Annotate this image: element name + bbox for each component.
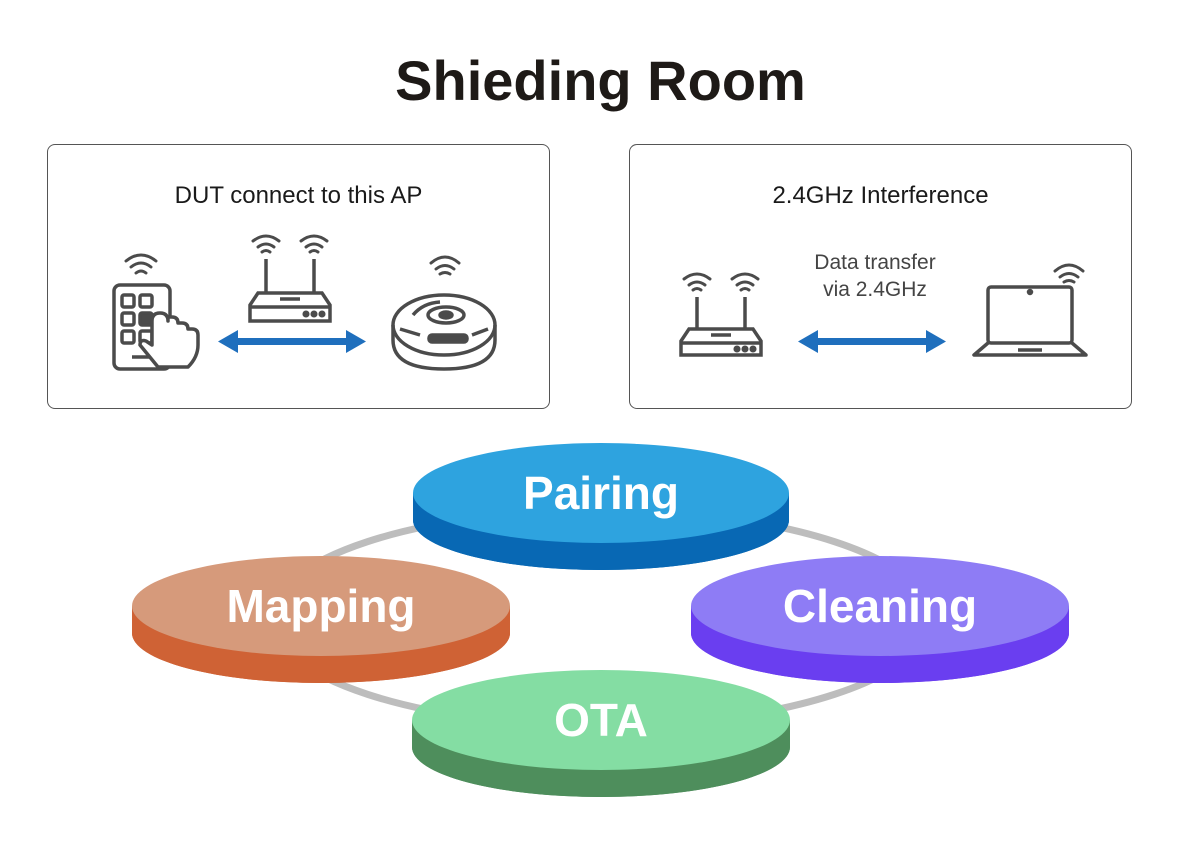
transfer-label: Data transfer via 2.4GHz — [780, 249, 970, 303]
pairing-label: Pairing — [523, 467, 679, 519]
laptop-icon — [972, 285, 1088, 357]
cleaning-disc[interactable] — [691, 556, 1069, 683]
dut-ap-panel: DUT connect to this AP — [47, 144, 550, 409]
wifi-icon — [429, 255, 461, 276]
pairing-disc[interactable] — [413, 443, 789, 570]
ota-disc[interactable] — [412, 670, 790, 797]
robot-vacuum-icon — [391, 293, 497, 371]
wifi-icon — [251, 234, 329, 254]
interference-panel: 2.4GHz Interference Data transfer via 2.… — [629, 144, 1132, 409]
page-title: Shieding Room — [395, 49, 806, 112]
cleaning-label: Cleaning — [782, 580, 978, 632]
wifi-icon — [1053, 263, 1085, 284]
dut-ap-illustration — [112, 234, 497, 371]
mapping-label: Mapping — [226, 580, 416, 632]
transfer-label-line2: via 2.4GHz — [823, 278, 927, 301]
dut-ap-heading: DUT connect to this AP — [174, 182, 423, 209]
interference-heading: 2.4GHz Interference — [772, 182, 989, 209]
mapping-disc[interactable] — [132, 556, 510, 683]
wifi-icon — [124, 253, 158, 275]
router-icon — [679, 297, 763, 357]
router-icon — [248, 259, 332, 323]
double-arrow-icon — [218, 330, 366, 353]
ota-label: OTA — [554, 694, 648, 746]
transfer-label-line1: Data transfer — [814, 251, 936, 274]
double-arrow-icon — [798, 330, 946, 353]
wifi-icon — [682, 272, 760, 292]
interference-illustration — [679, 263, 1088, 357]
hand-tap-icon — [138, 311, 200, 369]
